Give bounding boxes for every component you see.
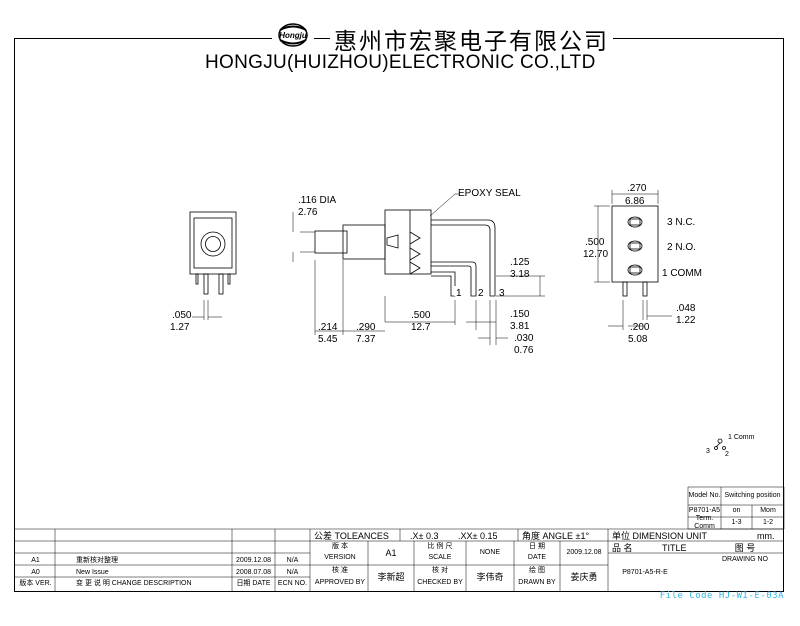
col-ecn-header: ECN NO. xyxy=(277,580,308,587)
col-desc-header: 变 更 说 明 CHANGE DESCRIPTION xyxy=(76,580,192,587)
switch-table-val2: 1-2 xyxy=(762,519,774,526)
pin-label-1: 1 xyxy=(456,288,462,299)
rev-row-1-date: 2009.12.08 xyxy=(235,557,272,564)
checked-label-cn: 核 对 xyxy=(432,567,448,574)
rev-row-1-ecn: N/A xyxy=(286,557,299,564)
dimension-unit-label: 单位 DIMENSION UNIT xyxy=(612,531,708,541)
switch-schematic xyxy=(714,438,726,450)
scale-value: NONE xyxy=(479,549,501,556)
hongju-logo: Hongju xyxy=(272,22,314,48)
drawing-number: P8701-A5-R-E xyxy=(622,569,668,576)
front-width-dim-mm: 1.27 xyxy=(170,322,190,333)
col-date-header: 日期 DATE xyxy=(236,580,271,587)
pitch-dim: .150 xyxy=(510,309,530,320)
rev-row-1-ver: A1 xyxy=(31,557,40,564)
approver-name: 李新超 xyxy=(377,572,405,582)
scale-label: SCALE xyxy=(428,554,452,561)
body-dim: .290 xyxy=(356,322,376,333)
end-height-dim: .500 xyxy=(585,237,605,248)
title-label: TITLE xyxy=(662,543,687,553)
end-pin-dim: .048 xyxy=(676,303,696,314)
date-label-cn: 日 期 xyxy=(529,543,545,550)
end-pitch-mm: 5.08 xyxy=(628,334,648,345)
end-pin-mm: 1.22 xyxy=(676,315,696,326)
col-ver-header: 版本 VER. xyxy=(19,580,52,587)
pin-span-dim: .500 xyxy=(411,310,431,321)
title-label-cn: 品 名 xyxy=(612,543,633,553)
switch-table-on: on xyxy=(732,507,741,514)
end-pitch-dim: .200 xyxy=(630,322,650,333)
dimension-unit-value: mm. xyxy=(757,531,775,541)
schematic-label-3: 3 xyxy=(706,448,710,455)
bushing-dim: .214 xyxy=(318,322,338,333)
title-block-lines xyxy=(14,528,784,592)
checker-name: 李伟奇 xyxy=(476,572,504,582)
terminal-2-label: 2 N.O. xyxy=(667,242,696,253)
dia-label: .116 DIA xyxy=(298,195,337,206)
height-mm: 3.18 xyxy=(510,269,530,280)
schematic-comm-label: 1 Comm xyxy=(728,434,755,441)
pin-label-2: 2 xyxy=(478,288,484,299)
end-height-mm: 12.70 xyxy=(583,249,609,260)
drawer-name: 姜庆勇 xyxy=(570,572,598,582)
switch-table-header-model: Model No. xyxy=(688,492,721,499)
switch-table-term-label: Term. Comm xyxy=(694,515,715,530)
tolerance-x: .X± 0.3 xyxy=(410,531,439,541)
side-view xyxy=(292,193,545,345)
switch-table-val1: 1-3 xyxy=(731,519,742,526)
terminal-3-label: 3 N.C. xyxy=(667,217,696,228)
pin-label-3: 3 xyxy=(499,288,505,299)
drawing-label-cn: 图 号 xyxy=(734,543,756,553)
switch-table-lines xyxy=(687,486,785,530)
pitch-mm: 3.81 xyxy=(510,321,530,332)
version-value: A1 xyxy=(385,548,397,558)
pin-mm: 0.76 xyxy=(514,345,534,356)
drawing-label: DRAWING NO xyxy=(721,556,769,563)
checked-label: CHECKED BY xyxy=(417,579,463,586)
front-view xyxy=(189,211,237,320)
switch-table-header-position: Switching position xyxy=(724,492,781,499)
drawn-label: DRAWN BY xyxy=(518,579,556,586)
terminal-1-label: 1 COMM xyxy=(662,268,702,279)
bushing-mm: 5.45 xyxy=(318,334,338,345)
front-width-dim: .050 xyxy=(172,310,192,321)
pin-dim: .030 xyxy=(514,333,534,344)
approved-label: APPROVED BY xyxy=(314,579,366,586)
company-name-en: HONGJU(HUIZHOU)ELECTRONIC CO.,LTD xyxy=(205,52,596,73)
scale-label-cn: 比 例 尺 xyxy=(427,543,453,550)
approved-label-cn: 核 准 xyxy=(332,567,348,574)
pin-span-mm: 12.7 xyxy=(411,322,431,333)
version-label-cn: 版 本 xyxy=(332,543,348,550)
end-view xyxy=(594,190,672,330)
version-label: VERSION xyxy=(324,554,356,561)
end-width-mm: 6.86 xyxy=(625,196,645,207)
date-value: 2009.12.08 xyxy=(566,549,602,556)
rev-row-2-desc: New Issue xyxy=(76,569,109,576)
body-mm: 7.37 xyxy=(356,334,376,345)
company-name-cn: 惠州市宏聚电子有限公司 xyxy=(330,22,613,56)
rev-row-2-ver: A0 xyxy=(31,569,40,576)
end-width-dim: .270 xyxy=(627,183,647,194)
rev-row-2-ecn: N/A xyxy=(286,569,299,576)
rev-row-2-date: 2008.07.08 xyxy=(235,569,272,576)
epoxy-seal-label: EPOXY SEAL xyxy=(458,188,521,199)
dia-mm: 2.76 xyxy=(298,207,318,218)
svg-text:Hongju: Hongju xyxy=(279,31,307,40)
switch-table-model: P8701-A5 xyxy=(688,507,721,514)
tolerances-label: 公差 TOLEANCES xyxy=(314,531,389,541)
height-dim: .125 xyxy=(510,257,530,268)
angle-tolerance: 角度 ANGLE ±1° xyxy=(522,531,590,541)
file-code: File Code HJ-WI-E-03A xyxy=(659,591,784,601)
date-label: DATE xyxy=(527,554,547,561)
schematic-label-2: 2 xyxy=(725,451,729,458)
switch-table-mom: Mom xyxy=(760,507,776,514)
rev-row-1-desc: 重新核对整理 xyxy=(76,557,118,564)
drawn-label-cn: 绘 图 xyxy=(529,567,545,574)
tolerance-xx: .XX± 0.15 xyxy=(458,531,498,541)
